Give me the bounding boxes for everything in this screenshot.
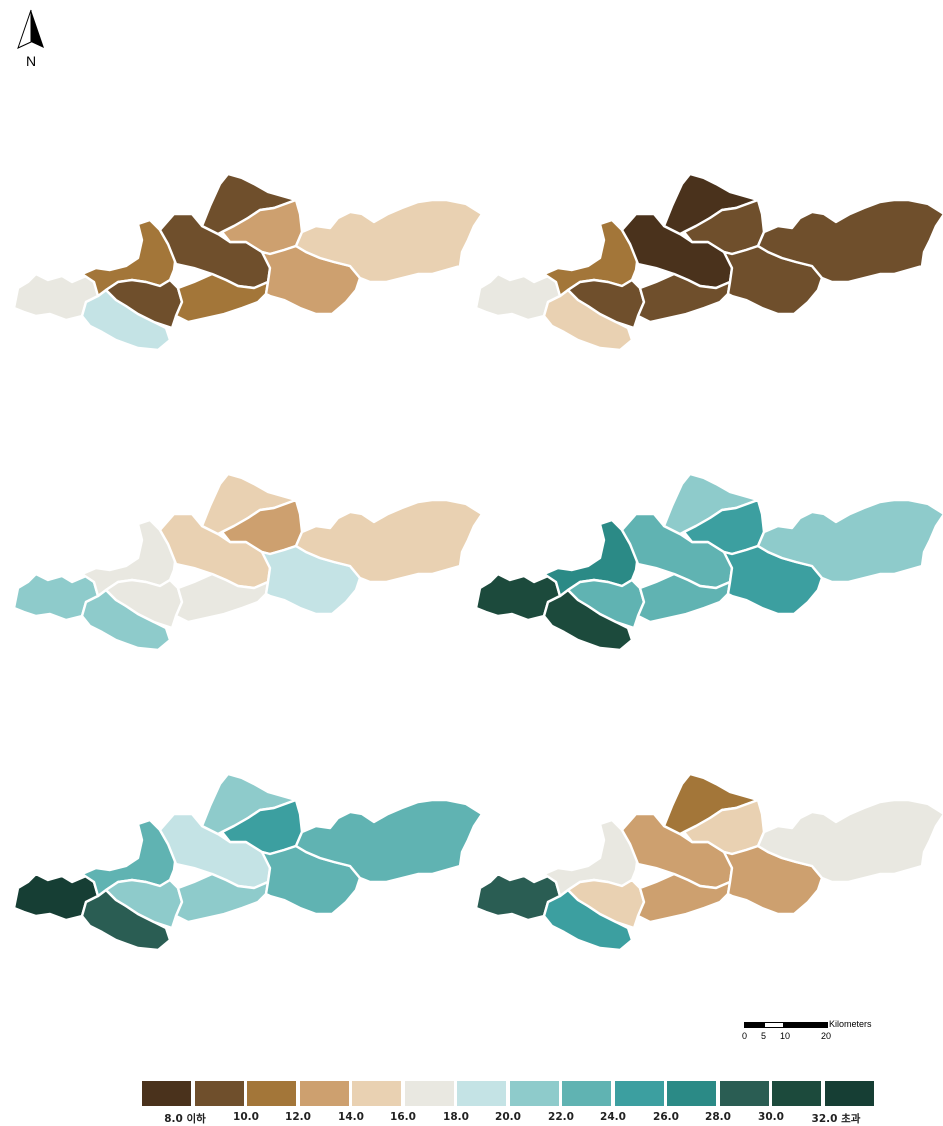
legend-swatch [825,1081,874,1106]
scale-segment [744,1022,764,1028]
map-panel-bottom-left [6,770,484,970]
map-panel-middle-left [6,470,484,670]
region-south-district [174,872,270,924]
north-arrow: N [14,8,48,70]
scale-tick-label: 20 [821,1031,832,1041]
region-south-district [636,872,732,924]
legend-label: 24.0 [600,1111,626,1123]
legend-swatch [142,1081,191,1106]
scale-segment [784,1022,828,1028]
legend-swatch [300,1081,349,1106]
region-far-east-district [756,198,943,284]
legend-label: 10.0 [233,1111,259,1123]
region-south-district [636,272,732,324]
legend-label: 18.0 [443,1111,469,1123]
legend-label: 12.0 [285,1111,311,1123]
legend-swatch [772,1081,821,1106]
region-far-east-district [756,798,943,884]
scale-tick-label: 0 [742,1031,748,1041]
legend-swatch [510,1081,559,1106]
north-label: N [26,53,36,69]
legend-swatch [352,1081,401,1106]
north-arrow-icon: N [17,9,44,69]
scale-segment [764,1022,784,1028]
region-far-east-district [756,498,943,584]
legend-swatch [457,1081,506,1106]
legend-swatch [615,1081,664,1106]
scale-tick-label: 5 [761,1031,767,1041]
legend-label: 26.0 [653,1111,679,1123]
map-panel-top-left [6,170,484,370]
legend-swatch [195,1081,244,1106]
map-panel-top-right [468,170,943,370]
legend-swatch [720,1081,769,1106]
legend-label: 30.0 [758,1111,784,1123]
legend-label: 32.0 초과 [811,1113,861,1125]
map-panel-bottom-right [468,770,943,970]
region-south-district [636,572,732,624]
scale-bar: Kilometers 0 5 10 20 [740,1018,890,1044]
legend-label: 28.0 [705,1111,731,1123]
legend-swatch [405,1081,454,1106]
region-far-east-district [294,498,484,584]
map-panel-middle-right [468,470,943,670]
legend-label: 16.0 [390,1111,416,1123]
region-south-district [174,272,270,324]
color-legend: 8.0 이하 10.0 12.0 14.0 16.0 18.0 20.0 22.… [142,1081,878,1126]
scale-tick-label: 10 [780,1031,791,1041]
legend-label: 20.0 [495,1111,521,1123]
region-far-east-district [294,198,484,284]
legend-swatch [562,1081,611,1106]
scale-unit-label: Kilometers [829,1019,872,1029]
region-far-east-district [294,798,484,884]
legend-label: 14.0 [338,1111,364,1123]
region-south-district [174,572,270,624]
legend-label: 8.0 이하 [164,1113,206,1125]
legend-label: 22.0 [548,1111,574,1123]
legend-swatch [667,1081,716,1106]
legend-swatch [247,1081,296,1106]
